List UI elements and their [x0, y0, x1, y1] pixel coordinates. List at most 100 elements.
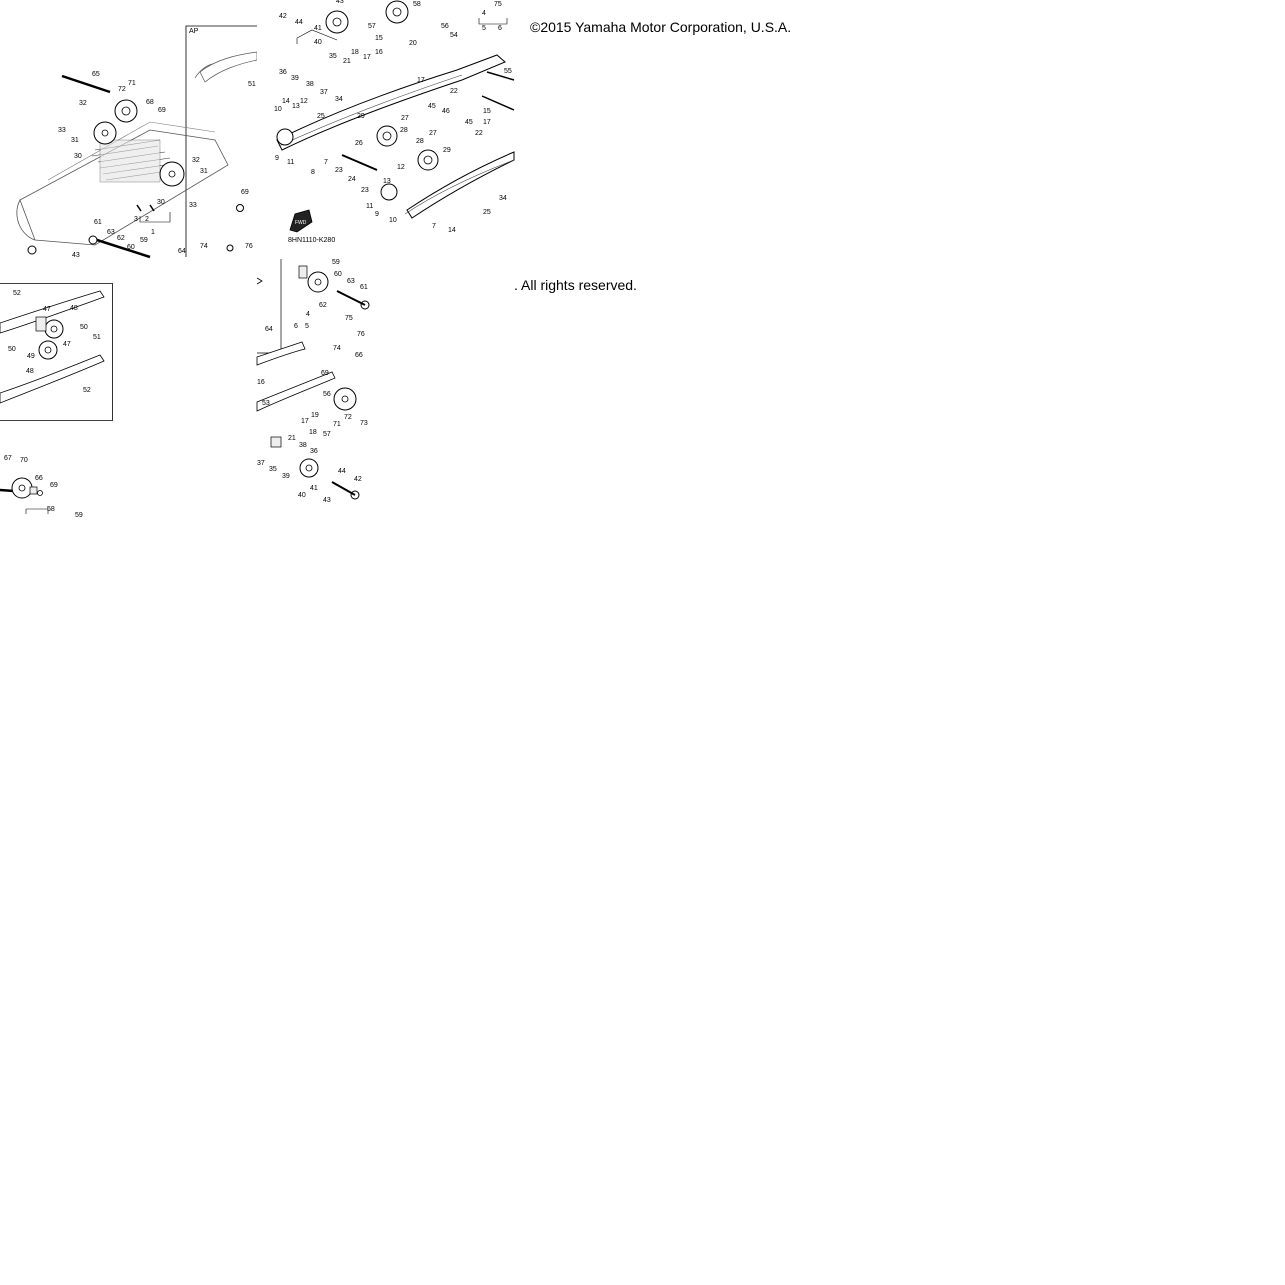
diagram-tile-suspension-rails: FWD 8HN1110-K280 42 44 43 41 40 58 57 15… [257, 0, 515, 257]
callout-40: 40 [314, 39, 322, 46]
callout-28: 28 [400, 127, 408, 134]
callout-5: 5 [305, 323, 309, 330]
callout-36: 36 [279, 69, 287, 76]
callout-74: 74 [200, 243, 208, 250]
callout-57: 57 [323, 431, 331, 438]
callout-44: 44 [295, 19, 303, 26]
callout-44: 44 [338, 468, 346, 475]
callout-21: 21 [288, 435, 296, 442]
callout-21: 21 [343, 58, 351, 65]
callout-59: 59 [332, 259, 340, 266]
callout-11b: 11 [366, 203, 373, 210]
callout-69: 69 [321, 370, 329, 377]
callout-39: 39 [282, 473, 290, 480]
callout-47: 47 [43, 306, 51, 313]
diagram-code: 8HN1110-K280 [288, 237, 335, 244]
callout-13: 13 [292, 103, 300, 110]
callout-23b: 23 [361, 187, 369, 194]
callout-48b: 48 [26, 368, 34, 375]
callout-6: 6 [294, 323, 298, 330]
callout-26: 26 [355, 140, 363, 147]
callout-42: 42 [354, 476, 362, 483]
callout-3: 3 [134, 216, 138, 223]
callout-43: 43 [336, 0, 344, 5]
callout-15: 15 [375, 35, 383, 42]
callout-54: 54 [450, 32, 458, 39]
callout-49: 49 [27, 353, 35, 360]
callout-38: 38 [306, 81, 314, 88]
callout-71: 71 [333, 421, 341, 428]
callout-57: 57 [368, 23, 376, 30]
callout-69b: 69 [241, 189, 249, 196]
callout-59: 59 [75, 512, 83, 519]
callout-69: 69 [158, 107, 166, 114]
callout-43: 43 [72, 252, 80, 259]
callout-35: 35 [269, 466, 277, 473]
callout-7: 7 [324, 159, 328, 166]
callout-52: 52 [13, 290, 21, 297]
callout-76: 76 [357, 331, 365, 338]
callout-14b: 14 [448, 227, 456, 234]
callout-31: 31 [71, 137, 79, 144]
callout-36: 36 [310, 448, 318, 455]
diagram-tile-rear-assembly: 59 60 63 61 62 64 4 6 5 75 76 74 66 69 1… [256, 257, 371, 514]
callout-68: 66 [355, 352, 363, 359]
callout-2: 2 [145, 216, 149, 223]
callout-23: 23 [335, 167, 343, 174]
callout-11: 11 [287, 159, 294, 166]
callout-65: 65 [92, 71, 100, 78]
callout-10: 10 [274, 106, 282, 113]
callout-45: 45 [428, 103, 436, 110]
callout-41: 41 [314, 25, 322, 32]
callout-19: 19 [311, 412, 319, 419]
callout-63: 63 [347, 278, 355, 285]
callout-42: 42 [279, 13, 287, 20]
callout-30b: 30 [157, 199, 165, 206]
inset-label: AP [189, 28, 199, 35]
callout-62: 62 [117, 235, 125, 242]
callout-74: 74 [333, 345, 341, 352]
exploded-view-rail-detail: 52 47 48 50 50 49 47 51 48 52 [0, 283, 113, 421]
callout-34: 34 [335, 96, 343, 103]
callout-58: 58 [47, 506, 55, 513]
callout-13b: 13 [383, 178, 391, 185]
callout-10b: 10 [389, 217, 397, 224]
callout-12: 12 [300, 98, 308, 105]
callout-53: 53 [262, 400, 270, 407]
callout-70: 70 [20, 457, 28, 464]
callout-75: 75 [345, 315, 353, 322]
callout-35: 35 [329, 53, 337, 60]
callout-55: 55 [504, 68, 512, 75]
callout-60: 60 [334, 271, 342, 278]
callout-58: 58 [413, 1, 421, 8]
callout-48: 48 [70, 305, 78, 312]
callout-51: 51 [248, 81, 256, 88]
callout-72: 72 [344, 414, 352, 421]
callout-6: 6 [498, 25, 502, 32]
callout-18: 18 [309, 429, 317, 436]
callout-64: 64 [178, 248, 186, 255]
callout-32b: 32 [192, 157, 200, 164]
callout-12b: 12 [397, 164, 405, 171]
exploded-view-wheel: 67 70 66 69 58 59 [0, 455, 83, 519]
diagram-tile-rail-detail: 52 47 48 50 50 49 47 51 48 52 [0, 283, 114, 421]
exploded-view-rear: 59 60 63 61 62 64 4 6 5 75 76 74 66 69 1… [256, 259, 370, 504]
callout-34b: 34 [499, 195, 507, 202]
callout-24: 24 [348, 176, 356, 183]
callout-30: 30 [74, 153, 82, 160]
callout-52b: 52 [83, 387, 91, 394]
callout-64: 64 [265, 326, 273, 333]
callout-61: 61 [94, 219, 102, 226]
callout-25: 25 [317, 113, 325, 120]
callout-16: 16 [375, 49, 383, 56]
callout-69: 69 [50, 482, 58, 489]
callout-9b: 9 [375, 211, 379, 218]
callout-15b: 15 [483, 108, 491, 115]
callout-46: 46 [442, 108, 450, 115]
callout-56: 56 [441, 23, 449, 30]
callout-29: 29 [357, 113, 365, 120]
callout-31b: 31 [200, 168, 208, 175]
callout-60: 60 [127, 244, 135, 251]
callout-14: 14 [282, 98, 290, 105]
svg-text:FWD: FWD [295, 220, 307, 226]
